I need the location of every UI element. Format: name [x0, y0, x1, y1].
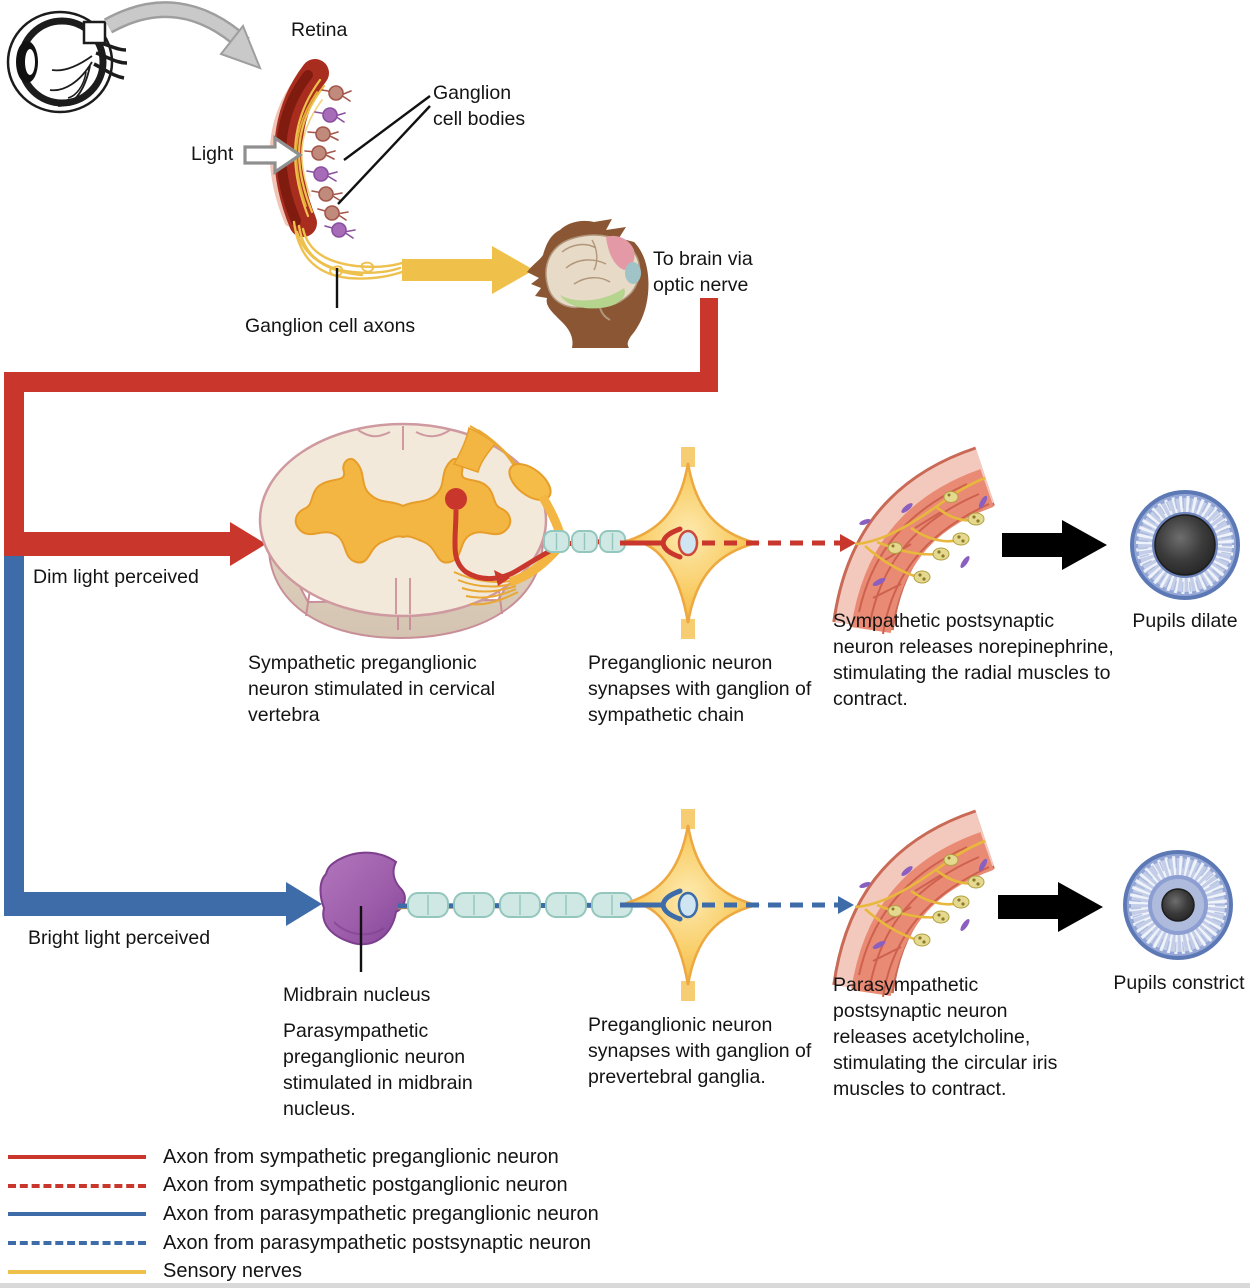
sympathetic-step3-label: Sympathetic postsynaptic neuron releases… — [833, 610, 1114, 710]
ganglion-cell-axons-label: Ganglion cell axons — [245, 315, 416, 337]
to-brain-label: To brain via optic nerve — [653, 248, 753, 296]
legend-item-sympathetic-postganglionic: Axon from sympathetic postganglionic neu… — [8, 1172, 608, 1201]
legend-swatch-solid-yellow — [8, 1269, 146, 1274]
pointer-lines — [335, 95, 431, 972]
eye-line-art-illustration — [6, 10, 128, 114]
legend-item-sensory-nerves: Sensory nerves — [8, 1257, 608, 1286]
legend-swatch-dashed-red — [8, 1183, 146, 1188]
ganglion-cell-bodies-label: Ganglion cell bodies — [433, 82, 526, 130]
magnify-arrow-icon — [103, 1, 262, 70]
circular-muscle-illustration — [832, 809, 996, 998]
legend-item-sympathetic-preganglionic: Axon from sympathetic preganglionic neur… — [8, 1143, 608, 1172]
pupils-dilate-label: Pupils dilate — [1132, 610, 1238, 632]
constricted-pupil-illustration — [1123, 850, 1233, 960]
legend: Axon from sympathetic preganglionic neur… — [8, 1143, 608, 1286]
legend-label: Axon from sympathetic postganglionic neu… — [163, 1174, 568, 1197]
bottom-border-strip — [0, 1283, 1250, 1288]
legend-swatch-solid-red — [8, 1155, 146, 1160]
prevertebral-ganglion-illustration — [619, 809, 761, 1001]
sympathetic-ganglion-illustration — [619, 447, 761, 639]
legend-swatch-solid-blue — [8, 1212, 146, 1217]
legend-swatch-dashed-blue — [8, 1241, 146, 1246]
legend-label: Axon from parasympathetic postsynaptic n… — [163, 1231, 591, 1254]
retina-cells — [304, 85, 356, 239]
legend-label: Axon from sympathetic preganglionic neur… — [163, 1145, 559, 1168]
spinal-cord-illustration — [258, 422, 567, 640]
bright-light-label: Bright light perceived — [28, 927, 211, 949]
parasympathetic-step1-label: Parasympathetic preganglionic neuron sti… — [283, 1020, 473, 1120]
legend-item-parasympathetic-postsynaptic: Axon from parasympathetic postsynaptic n… — [8, 1229, 608, 1258]
light-arrow-icon — [243, 134, 303, 176]
midbrain-nucleus-illustration — [319, 851, 406, 946]
light-label: Light — [191, 143, 234, 165]
myelin-sheath-row2 — [407, 892, 633, 918]
legend-label: Axon from parasympathetic preganglionic … — [163, 1202, 599, 1225]
myelin-sheath-row1 — [543, 530, 626, 553]
retina-label: Retina — [291, 19, 348, 41]
legend-label: Sensory nerves — [163, 1260, 302, 1283]
sympathetic-step2-label: Preganglionic neuron synapses with gangl… — [588, 652, 812, 726]
dilated-pupil-illustration — [1130, 490, 1240, 600]
ganglion-axon-bundle — [292, 220, 404, 280]
legend-item-parasympathetic-preganglionic: Axon from parasympathetic preganglionic … — [8, 1200, 608, 1229]
head-brain-illustration — [527, 219, 649, 348]
retina-illustration — [269, 59, 404, 280]
sympathetic-step1-label: Sympathetic preganglionic neuron stimula… — [248, 652, 496, 726]
radial-muscle-illustration — [832, 446, 996, 635]
parasympathetic-step2-label: Preganglionic neuron synapses with gangl… — [588, 1014, 812, 1088]
sympathetic-postganglionic-axon — [702, 534, 856, 552]
midbrain-nucleus-label: Midbrain nucleus — [283, 984, 431, 1006]
parasympathetic-flow-line — [4, 556, 322, 926]
optic-nerve-arrow — [402, 246, 534, 294]
parasympathetic-step3-label: Parasympathetic postsynaptic neuron rele… — [833, 974, 1058, 1100]
result-arrow-row2 — [998, 882, 1103, 932]
sympathetic-flow-line — [4, 298, 718, 566]
varicosities — [887, 491, 985, 584]
parasympathetic-postsynaptic-axon — [702, 896, 854, 914]
pupils-constrict-label: Pupils constrict — [1113, 972, 1245, 994]
dim-light-label: Dim light perceived — [33, 566, 199, 588]
result-arrow-row1 — [1002, 520, 1107, 570]
